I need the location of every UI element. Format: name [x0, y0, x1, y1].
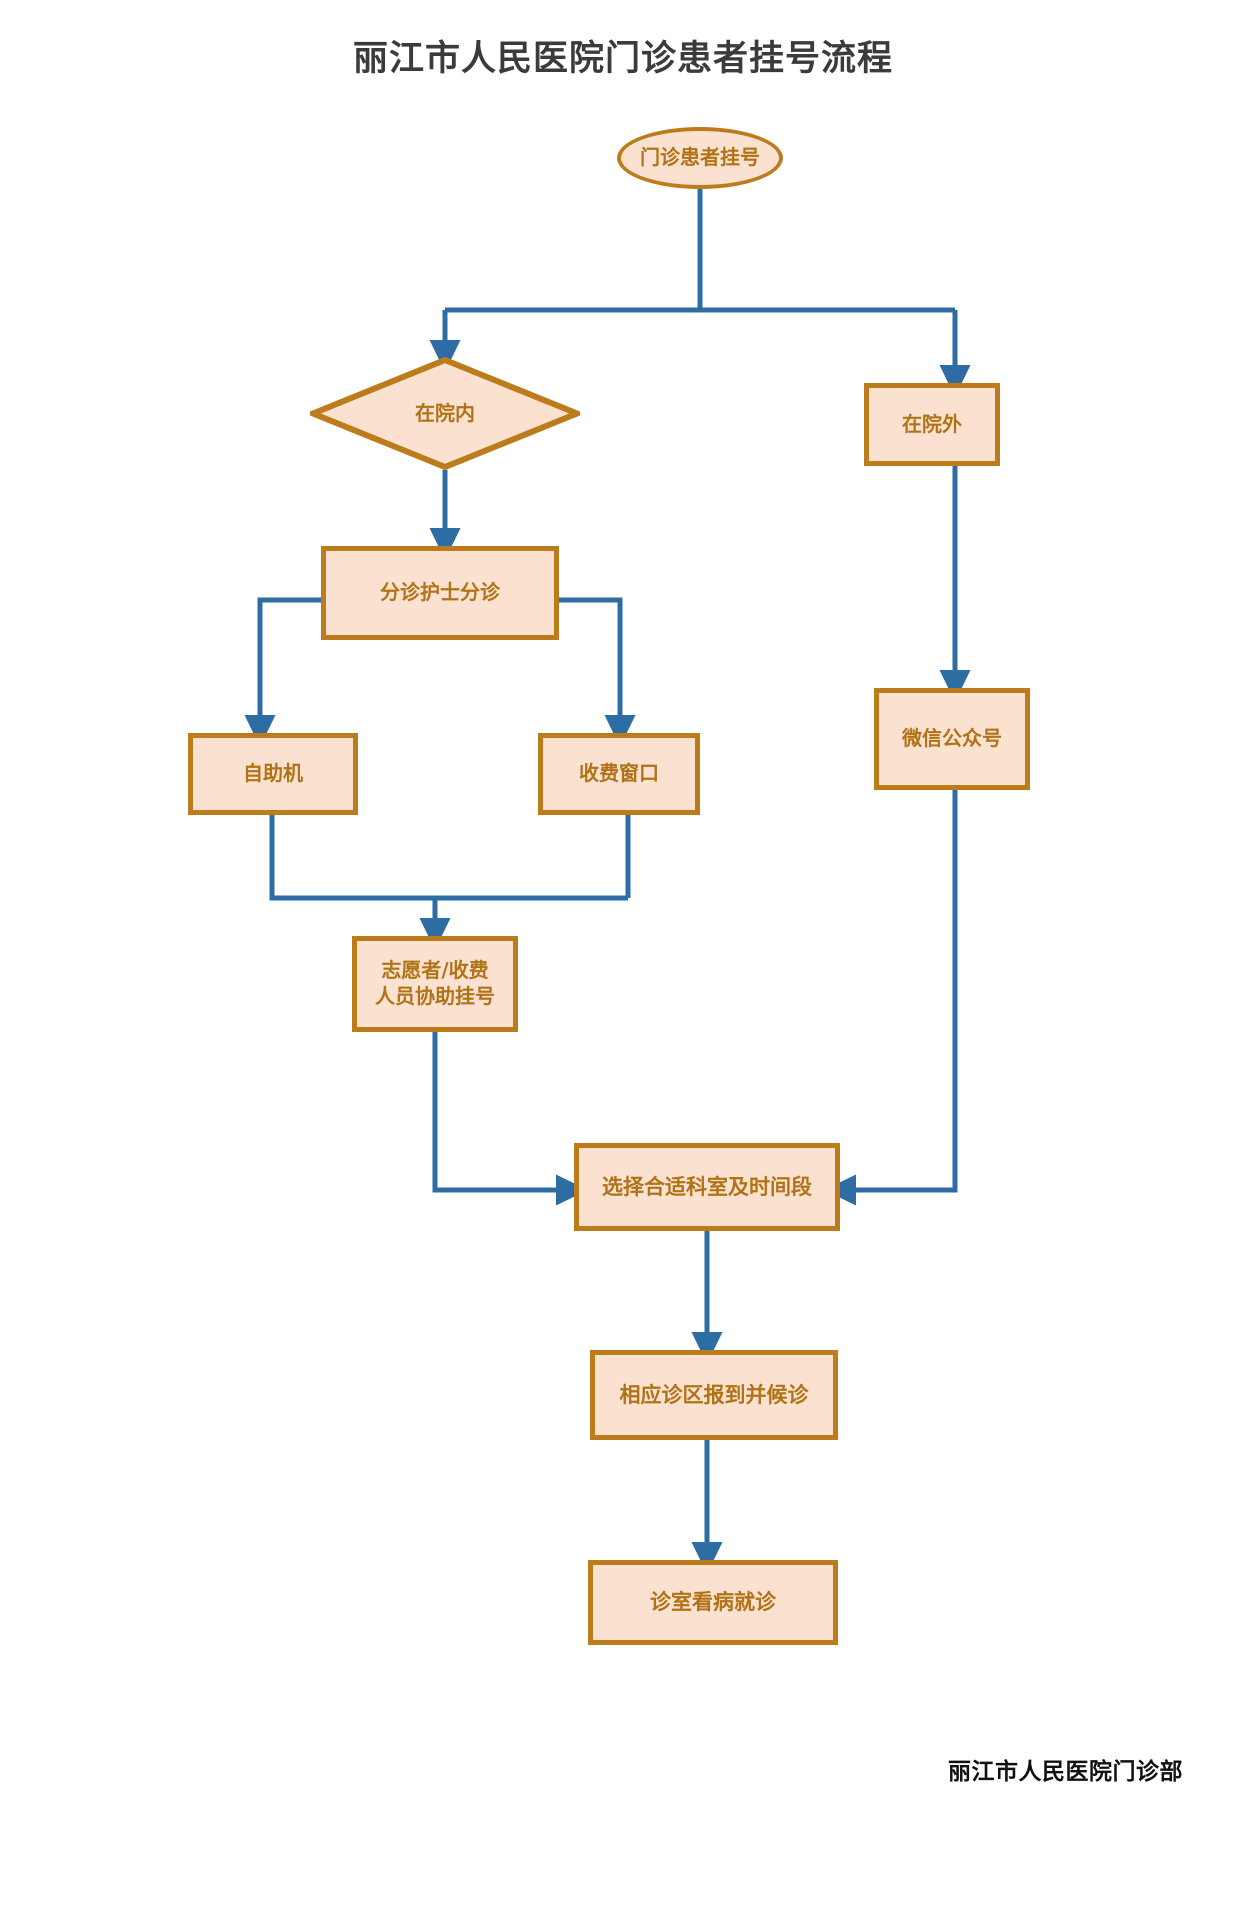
node-counter-label: 收费窗口 [579, 761, 659, 786]
node-inside-label: 在院内 [415, 400, 475, 425]
edge-kiosk-merge [269, 815, 628, 901]
node-wechat-label: 微信公众号 [902, 726, 1002, 751]
node-kiosk-label: 自助机 [243, 761, 303, 786]
footer-attribution: 丽江市人民医院门诊部 [948, 1759, 1183, 1785]
edge-assist-to-choose [432, 1032, 588, 1206]
node-consult-label: 诊室看病就诊 [650, 1590, 776, 1615]
node-wechat[interactable]: 微信公众号 [874, 688, 1030, 790]
node-consult[interactable]: 诊室看病就诊 [588, 1560, 838, 1645]
node-report[interactable]: 相应诊区报到并候诊 [590, 1350, 838, 1440]
diamond-shape [310, 357, 580, 470]
node-counter[interactable]: 收费窗口 [538, 733, 700, 815]
node-assist[interactable]: 志愿者/收费 人员协助挂号 [352, 936, 518, 1032]
node-assist-label-line2: 人员协助挂号 [375, 984, 495, 1008]
node-triage-label: 分诊护士分诊 [380, 580, 500, 605]
edge-wechat-to-choose [824, 790, 958, 1206]
node-outside-label: 在院外 [902, 411, 962, 436]
edge-triage-to-kiosk [244, 597, 322, 747]
node-kiosk[interactable]: 自助机 [188, 733, 358, 815]
node-inside[interactable]: 在院内 [310, 357, 580, 470]
node-triage[interactable]: 分诊护士分诊 [321, 546, 559, 640]
edge-triage-to-counter [558, 597, 636, 747]
node-outside[interactable]: 在院外 [864, 383, 1000, 466]
page-title: 丽江市人民医院门诊患者挂号流程 [352, 39, 893, 79]
node-start-label: 门诊患者挂号 [640, 145, 760, 170]
node-report-label: 相应诊区报到并候诊 [619, 1382, 809, 1407]
node-choose[interactable]: 选择合适科室及时间段 [574, 1143, 840, 1231]
node-assist-label-line1: 志愿者/收费 [381, 958, 489, 983]
node-choose-label: 选择合适科室及时间段 [602, 1174, 812, 1199]
node-start[interactable]: 门诊患者挂号 [617, 127, 783, 189]
